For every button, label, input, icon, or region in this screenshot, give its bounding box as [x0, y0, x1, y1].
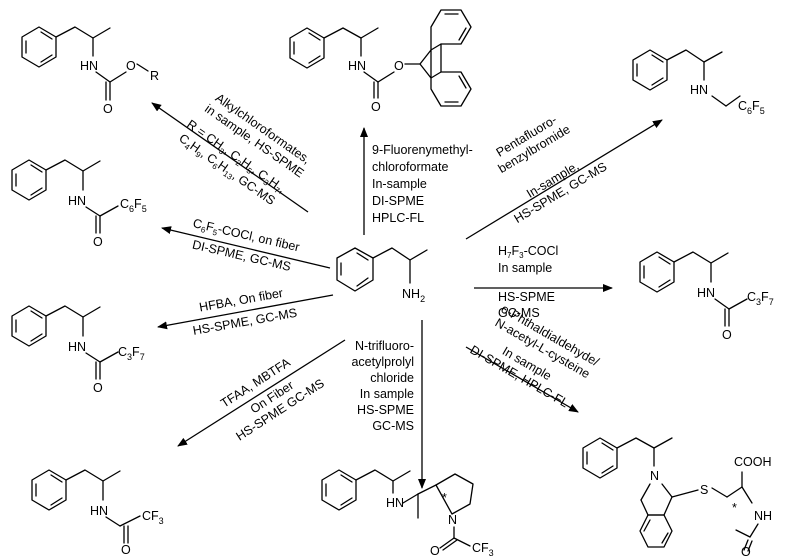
svg-text:chloroformate: chloroformate	[372, 160, 448, 174]
amphetamine-center: NH2	[336, 247, 428, 304]
svg-text:HN: HN	[68, 340, 86, 354]
svg-text:*: *	[732, 501, 737, 515]
svg-text:N: N	[448, 513, 457, 527]
product-c3f7-amide-right: HN O C3F7	[639, 251, 774, 342]
svg-text:O: O	[103, 102, 113, 116]
svg-text:HN: HN	[386, 496, 404, 510]
product-opa-isoindole: N S COOH * NH O	[582, 437, 772, 556]
arrow-pfb	[465, 119, 663, 240]
svg-text:O: O	[93, 235, 103, 249]
svg-text:HS-SPME: HS-SPME	[357, 403, 414, 417]
amine-label: NH2	[402, 287, 425, 304]
svg-text:GC-MS: GC-MS	[498, 306, 540, 320]
c3f7-label: C3F7	[118, 345, 145, 362]
c6f5-label: C6F5	[120, 197, 147, 214]
alkyl-conditions: Alkylchloroformates, in sample, HS-SPME …	[175, 91, 313, 210]
arrow-alkyl	[151, 102, 309, 213]
h7f3-conditions: H7F3-COCl In sample HS-SPME GC-MS	[498, 244, 558, 320]
product-alkyl-carbamate: HN O O R	[21, 26, 159, 116]
arrow-opa	[465, 346, 579, 413]
c6f5-conditions: C6F5-COCl, on fiber DI-SPME, GC-MS	[191, 216, 301, 274]
c3f7-label: C3F7	[747, 290, 774, 307]
svg-text:N: N	[650, 469, 659, 483]
fmoc-conditions: 9-Fluorenymethyl- chloroformate In-sampl…	[372, 143, 473, 225]
svg-text:acetylprolyl: acetylprolyl	[351, 355, 414, 369]
svg-text:O: O	[126, 59, 136, 73]
svg-text:N-trifluoro-: N-trifluoro-	[355, 339, 414, 353]
svg-text:DI-SPME: DI-SPME	[372, 194, 424, 208]
svg-text:9-Fluorenymethyl-: 9-Fluorenymethyl-	[372, 143, 473, 157]
arrow-hfba	[157, 294, 334, 330]
product-c6f5-amide: HN O C6F5	[11, 159, 147, 249]
cf3-label: CF3	[142, 509, 164, 526]
svg-text:In sample: In sample	[360, 387, 414, 401]
svg-text:O: O	[722, 328, 732, 342]
svg-text:HS-SPME: HS-SPME	[498, 290, 555, 304]
arrow-tfaa	[177, 339, 346, 447]
h7f3-line1: H7F3-COCl	[498, 244, 558, 260]
svg-text:*: *	[442, 491, 447, 505]
arrows	[151, 102, 663, 489]
arrow-c6f5	[161, 226, 331, 269]
svg-text:R: R	[150, 69, 159, 83]
svg-text:In sample: In sample	[498, 261, 552, 275]
product-tpc-diastereomer: HN * N O CF3	[321, 469, 494, 556]
svg-text:In-sample: In-sample	[372, 177, 427, 191]
tpc-conditions: N-trifluoro- acetylprolyl chloride In sa…	[351, 339, 414, 433]
svg-text:HN: HN	[690, 83, 708, 97]
product-pfb: HN C6F5	[632, 49, 765, 116]
svg-text:O: O	[93, 381, 103, 395]
cf3-label: CF3	[472, 541, 494, 556]
svg-text:GC-MS: GC-MS	[372, 419, 414, 433]
svg-text:chloride: chloride	[370, 371, 414, 385]
svg-text:NH: NH	[754, 509, 772, 523]
svg-text:COOH: COOH	[734, 455, 772, 469]
svg-text:O: O	[394, 59, 404, 73]
c6f5-label: C6F5	[738, 99, 765, 116]
svg-text:HPLC-FL: HPLC-FL	[372, 211, 424, 225]
svg-text:HN: HN	[90, 504, 108, 518]
svg-text:O: O	[430, 544, 440, 556]
svg-text:HN: HN	[80, 59, 98, 73]
svg-text:S: S	[700, 483, 708, 497]
svg-text:O: O	[741, 545, 751, 556]
svg-text:HN: HN	[348, 59, 366, 73]
svg-text:O: O	[371, 100, 381, 114]
product-c3f7-amide-left: HN O C3F7	[11, 305, 145, 395]
product-cf3-amide: HN O CF3	[31, 469, 164, 556]
svg-text:O: O	[121, 543, 131, 556]
tfaa-conditions: TFAA, MBTFA On Fiber HS-SPME GC-MS	[218, 355, 327, 444]
svg-text:HN: HN	[697, 286, 715, 300]
product-fmoc: HN O O	[289, 9, 472, 114]
svg-text:HN: HN	[68, 194, 86, 208]
